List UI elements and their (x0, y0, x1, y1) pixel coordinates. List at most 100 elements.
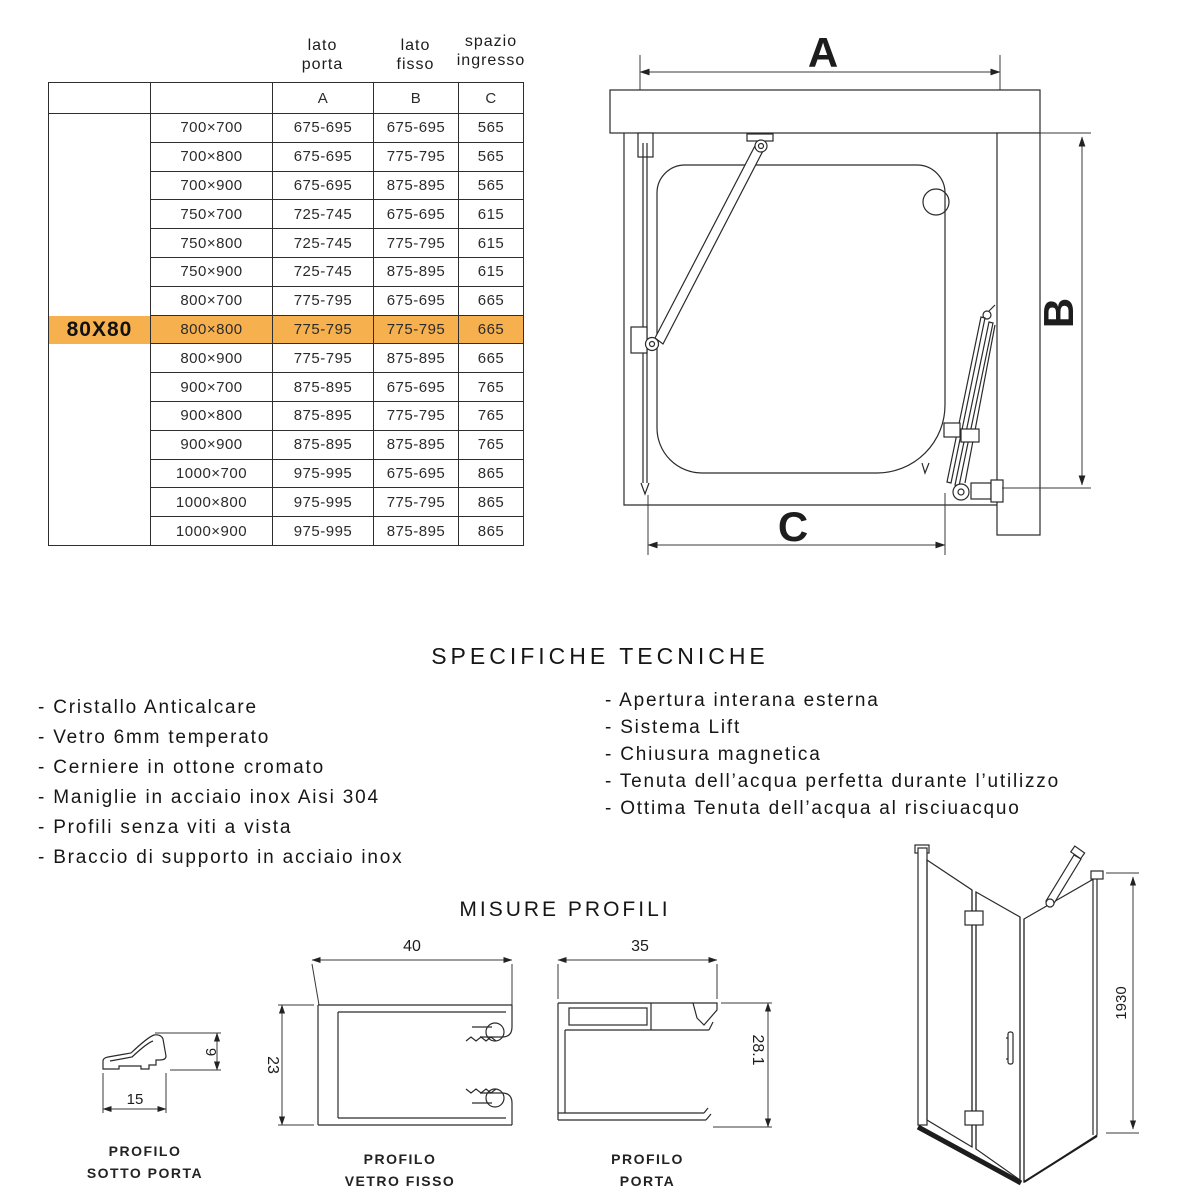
cell-b: 775-795 (373, 400, 459, 431)
subheader-a: A (272, 82, 374, 114)
enclosure-3d-view: 1930 (914, 844, 1139, 1186)
spec-item: - Braccio di supporto in acciaio inox (38, 847, 404, 868)
cell-b: 675-695 (373, 458, 459, 489)
door-panel (954, 321, 994, 487)
cell-a: 875-895 (272, 429, 374, 460)
dim-label-height-1930: 1930 (1113, 986, 1130, 1019)
cell-a: 725-745 (272, 256, 374, 287)
shower-tray (656, 164, 946, 474)
spec-item: - Sistema Lift (605, 717, 742, 738)
profile-vetro-fisso-caption: PROFILO VETRO FISSO (344, 1151, 456, 1190)
cell-b: 675-695 (373, 199, 459, 230)
cell-a: 875-895 (272, 400, 374, 431)
cell-size: 900×800 (150, 400, 273, 431)
empty-cell (150, 82, 273, 114)
subheader-b: B (373, 82, 459, 114)
cell-c: 615 (458, 256, 524, 287)
dim-label-width: 35 (631, 938, 649, 955)
drain-circle (922, 188, 950, 216)
cell-b: 675-695 (373, 372, 459, 402)
spec-item: - Vetro 6mm temperato (38, 727, 271, 748)
wall-top (609, 89, 1041, 134)
size-table: A B C 80X80 700×700 675-695 675-695 565 … (48, 82, 524, 546)
cell-b: 875-895 (373, 343, 459, 374)
cell-size: 750×800 (150, 228, 273, 258)
dim-label-c: C (778, 503, 808, 550)
dim-label-width: 40 (403, 938, 421, 955)
column-header-spazio-ingresso: spazio ingresso (456, 33, 526, 70)
cell-a: 725-745 (272, 228, 374, 258)
cell-size: 700×700 (150, 113, 273, 143)
cell-a: 675-695 (272, 113, 374, 143)
cell-size: 800×900 (150, 343, 273, 374)
door-pivot (952, 483, 970, 501)
cell-c: 615 (458, 199, 524, 230)
specs-list-right: - Apertura interana esterna - Sistema Li… (605, 690, 1185, 825)
table-row: 80X80 700×700 675-695 675-695 565 (48, 113, 524, 546)
column-header-lato-fisso: lato fisso (396, 37, 435, 74)
cell-size: 750×900 (150, 256, 273, 287)
cell-c: 865 (458, 458, 524, 489)
cell-b: 875-895 (373, 256, 459, 287)
empty-cell (48, 82, 151, 114)
specs-title: SPECIFICHE TECNICHE (431, 643, 769, 669)
hinge (964, 1110, 984, 1126)
cell-a: 775-795 (272, 285, 374, 316)
cell-size: 700×800 (150, 141, 273, 172)
profile-sotto-porta-drawing: 15 9 (102, 1032, 221, 1113)
cell-a: 675-695 (272, 141, 374, 172)
model-label-column: 80X80 (48, 113, 151, 546)
cell-b: 675-695 (373, 113, 459, 143)
profile-porta-drawing: 35 28.1 (557, 938, 772, 1128)
profile-vetro-fisso-drawing: 40 23 (264, 938, 513, 1126)
door-bracket (943, 422, 961, 438)
wall-right (996, 132, 1041, 536)
dim-label-height: 9 (202, 1048, 219, 1056)
gasket-hook (485, 1022, 505, 1042)
cell-c: 765 (458, 372, 524, 402)
dim-label-height: 23 (264, 1056, 281, 1074)
cell-a: 725-745 (272, 199, 374, 230)
profile-chamber (568, 1007, 648, 1026)
cell-b: 875-895 (373, 170, 459, 201)
spec-item: - Chiusura magnetica (605, 744, 822, 765)
cell-c: 565 (458, 170, 524, 201)
bottom-edge (916, 1124, 1023, 1186)
side-glass-panel (1023, 875, 1098, 1184)
cell-a: 775-795 (272, 314, 374, 345)
wall-magnet-profile (990, 479, 1004, 503)
cell-size: 1000×900 (150, 516, 273, 546)
table-subheader-row: A B C (48, 82, 524, 114)
cell-c: 565 (458, 113, 524, 143)
spec-item: - Profili senza viti a vista (38, 817, 293, 838)
wall-profile-left (917, 847, 928, 1126)
cell-c: 665 (458, 285, 524, 316)
cell-b: 775-795 (373, 141, 459, 172)
cell-c: 865 (458, 516, 524, 546)
specs-list-left: - Cristallo Anticalcare - Vetro 6mm temp… (38, 697, 598, 877)
spec-item: - Cerniere in ottone cromato (38, 757, 325, 778)
cell-c: 665 (458, 343, 524, 374)
door-gasket-tip (921, 462, 930, 475)
cell-b: 675-695 (373, 285, 459, 316)
profile-porta-caption: PROFILO PORTA (611, 1151, 684, 1190)
spec-item: - Apertura interana esterna (605, 690, 880, 711)
glass-clamp-top (637, 132, 654, 158)
door-glass-panel (926, 858, 973, 1149)
dim-label-a: A (808, 29, 838, 76)
cell-c: 765 (458, 400, 524, 431)
cell-size: 800×700 (150, 285, 273, 316)
door-bracket (960, 428, 980, 443)
support-bar (1045, 854, 1082, 906)
column-header-lato-porta: lato porta (301, 37, 344, 74)
profile-sotto-porta-caption: PROFILO SOTTO PORTA (86, 1143, 204, 1182)
cell-a: 975-995 (272, 516, 374, 546)
door-panel (946, 316, 986, 484)
